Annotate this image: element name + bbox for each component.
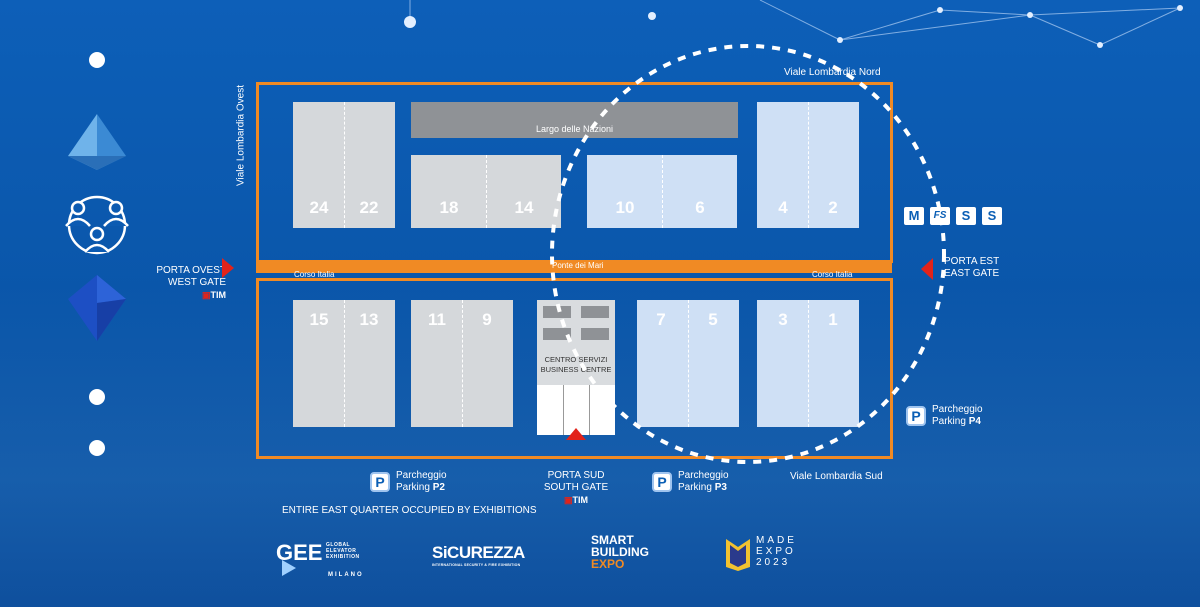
- corso-label-right: Corso Italia: [812, 270, 853, 279]
- hall-24-22[interactable]: 24 22: [293, 102, 395, 228]
- south-gate-marker: [566, 428, 586, 440]
- hall-number: 13: [359, 310, 379, 329]
- south-gate-label: PORTA SUD SOUTH GATE ▣TIM: [543, 470, 609, 505]
- largo-delle-nazioni: Largo delle Nazioni: [411, 102, 738, 138]
- transport-icons: M FS S S: [904, 207, 1002, 225]
- corso-italia-road: [256, 260, 892, 273]
- west-gate-label: PORTA OVEST WEST GATE ▣TIM: [156, 265, 227, 300]
- south-sector-frame: [256, 278, 893, 459]
- east-quarter-highlight: [550, 44, 946, 464]
- east-gate-marker: [921, 258, 933, 280]
- diamond-icon: [68, 275, 126, 341]
- parking-icon: P: [652, 472, 672, 492]
- west-gate-marker: [222, 258, 234, 278]
- street-label-west: Viale Lombardia Ovest: [235, 85, 247, 186]
- people-network-icon: [65, 195, 129, 255]
- hall-4-2[interactable]: 4 2: [757, 102, 859, 228]
- largo-label: Largo delle Nazioni: [535, 124, 614, 134]
- hall-number: 15: [309, 310, 329, 329]
- street-label-south: Viale Lombardia Sud: [790, 471, 883, 482]
- street-label-north: Viale Lombardia Nord: [784, 67, 881, 78]
- corso-label-left: Corso Italia: [294, 270, 335, 279]
- suburban-train-icon: S: [956, 207, 976, 225]
- hall-18-14[interactable]: 18 14: [411, 155, 561, 228]
- hall-number: 4: [778, 198, 788, 217]
- train-icon: FS: [930, 207, 950, 225]
- s-line-icon: S: [982, 207, 1002, 225]
- network-decoration: [404, 0, 1183, 48]
- hall-number: 7: [656, 310, 666, 329]
- made-expo-logo: MADE EXPO 2023: [726, 535, 806, 575]
- tim-logo: TIM: [572, 495, 589, 505]
- hall-number: 5: [708, 310, 718, 329]
- hall-10-6[interactable]: 10 6: [587, 155, 737, 228]
- smart-building-expo-logo: SMART BUILDING EXPO: [591, 533, 649, 571]
- hall-number: 3: [778, 310, 788, 329]
- bullet-dot: [89, 52, 105, 68]
- hall-7-5[interactable]: 7 5: [637, 300, 739, 427]
- hall-number: 14: [514, 198, 534, 217]
- sicurezza-logo: SiCUREZZA INTERNATIONAL SECURITY & FIRE …: [432, 543, 525, 567]
- metro-icon: M: [904, 207, 924, 225]
- centre-label: CENTRO SERVIZI BUSINESS CENTRE: [540, 355, 612, 374]
- tim-logo: TIM: [210, 290, 227, 300]
- hall-15-13[interactable]: 15 13: [293, 300, 395, 427]
- bridge-label: Ponte dei Mari: [552, 261, 604, 270]
- hall-number: 1: [828, 310, 838, 329]
- hall-number: 24: [309, 198, 329, 217]
- footer-note: ENTIRE EAST QUARTER OCCUPIED BY EXHIBITI…: [282, 505, 537, 516]
- hall-11-9[interactable]: 11 9: [411, 300, 513, 427]
- parking-icon: P: [370, 472, 390, 492]
- hall-number: 11: [428, 310, 446, 329]
- parking-icon: P: [906, 406, 926, 426]
- bullet-dot: [89, 389, 105, 405]
- hall-number: 10: [615, 198, 635, 217]
- gee-logo: GEE GLOBAL ELEVATOR EXHIBITION MILANO: [276, 540, 364, 578]
- hall-number: 18: [439, 198, 459, 217]
- east-gate-label: PORTA EST EAST GATE: [944, 256, 1000, 279]
- business-centre[interactable]: CENTRO SERVIZI BUSINESS CENTRE: [537, 300, 615, 435]
- hall-number: 22: [359, 198, 379, 217]
- hall-number: 2: [828, 198, 838, 217]
- hall-3-1[interactable]: 3 1: [757, 300, 859, 427]
- hall-number: 9: [482, 310, 492, 329]
- bullet-dot: [89, 440, 105, 456]
- hall-number: 6: [695, 198, 705, 217]
- pyramid-icon: [68, 114, 126, 170]
